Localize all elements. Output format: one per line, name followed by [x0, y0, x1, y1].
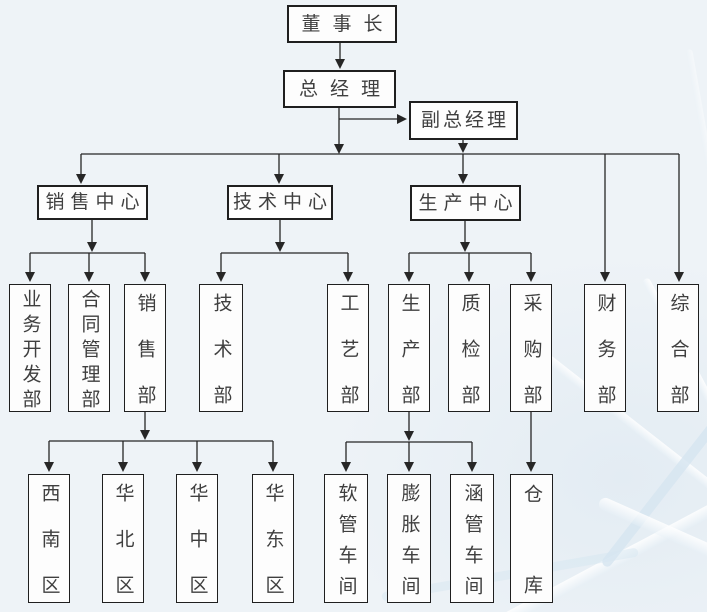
node-label: 技术中心: [233, 192, 334, 213]
node-label: 膨胀车间: [398, 482, 420, 607]
node-purchasing-dept: 采购部: [510, 284, 552, 431]
node-production-center: 生产中心: [410, 185, 521, 221]
node-label: 总经理: [298, 78, 392, 100]
node-label: 综合部: [667, 292, 689, 431]
node-label: 仓库: [521, 483, 542, 612]
node-label: 生产部: [398, 292, 420, 431]
node-label: 华北区: [112, 483, 134, 612]
node-label: 软管车间: [335, 482, 357, 607]
node-label: 销售部: [134, 292, 156, 431]
node-tech-dept: 技术部: [199, 284, 243, 431]
node-production-dept: 生产部: [388, 284, 430, 431]
node-label: 涵管车间: [461, 482, 483, 607]
node-label: 生产中心: [418, 192, 519, 214]
node-label: 质检部: [458, 292, 480, 431]
node-process-dept: 工艺部: [327, 284, 369, 431]
node-label: 西南区: [38, 483, 60, 612]
node-quality-dept: 质检部: [448, 284, 490, 431]
node-label: 华中区: [186, 483, 208, 612]
node-north-china-region: 华北区: [102, 474, 144, 612]
node-sales-center: 销售中心: [37, 185, 148, 220]
node-label: 工艺部: [337, 292, 359, 431]
node-business-dev-dept: 业务开发部: [9, 284, 51, 414]
node-central-china-region: 华中区: [176, 474, 218, 612]
node-label: 业务开发部: [19, 288, 41, 414]
node-general-manager: 总经理: [283, 70, 396, 108]
node-contract-mgmt-dept: 合同管理部: [68, 284, 110, 414]
node-finance-dept: 财务部: [584, 284, 626, 431]
node-warehouse: 仓库: [510, 474, 553, 612]
node-label: 采购部: [520, 292, 542, 431]
node-hose-workshop: 软管车间: [324, 474, 368, 607]
node-label: 销售中心: [45, 192, 146, 213]
node-label: 华东区: [262, 483, 284, 612]
node-label: 副总经理: [420, 110, 509, 131]
node-east-china-region: 华东区: [252, 474, 294, 612]
node-tech-center: 技术中心: [227, 185, 333, 220]
node-general-affairs-dept: 综合部: [657, 284, 699, 431]
node-label: 合同管理部: [78, 288, 100, 414]
node-southwest-region: 西南区: [28, 474, 70, 612]
node-deputy-general-manager: 副总经理: [409, 101, 518, 140]
node-chairman: 董事长: [287, 5, 397, 43]
node-culvert-workshop: 涵管车间: [450, 474, 494, 607]
node-label: 技术部: [210, 292, 232, 431]
node-expansion-workshop: 膨胀车间: [387, 474, 431, 607]
node-sales-dept: 销售部: [124, 284, 166, 431]
node-label: 董事长: [301, 13, 395, 35]
node-label: 财务部: [594, 292, 616, 431]
